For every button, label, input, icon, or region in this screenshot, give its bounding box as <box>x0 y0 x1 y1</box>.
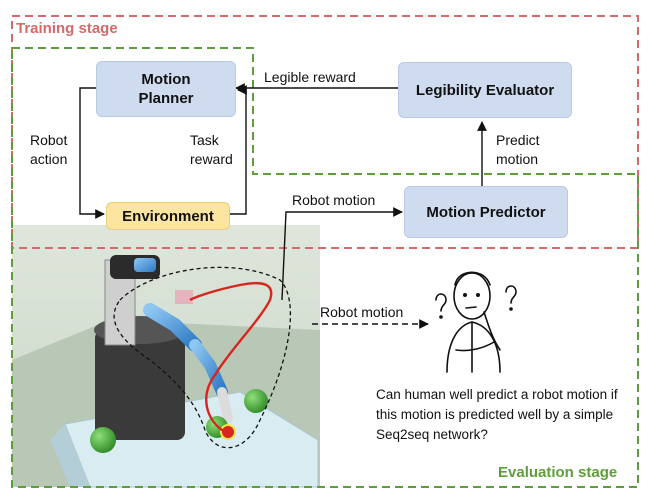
motion-predictor-label: Motion Predictor <box>426 203 546 221</box>
robot-motion-label-top: Robot motion <box>292 192 376 208</box>
motion-planner-box: Motion Planner <box>96 61 236 117</box>
legibility-evaluator-box: Legibility Evaluator <box>398 62 572 118</box>
evaluation-stage-title: Evaluation stage <box>498 464 618 481</box>
evaluation-question: Can human well predict a robot motion if… <box>376 387 618 442</box>
training-stage-title: Training stage <box>16 20 118 37</box>
legible-reward-label: Legible reward <box>264 69 356 85</box>
task-reward-label: Task reward <box>190 132 233 167</box>
legibility-evaluator-label: Legibility Evaluator <box>415 81 555 99</box>
motion-predictor-box: Motion Predictor <box>404 186 568 238</box>
environment-box: Environment <box>106 202 230 230</box>
robot-action-label: Robot action <box>30 132 68 167</box>
predict-motion-label: Predict motion <box>496 132 540 167</box>
robot-motion-label-eval: Robot motion <box>320 304 404 320</box>
environment-label: Environment <box>122 207 214 225</box>
motion-planner-label: Motion Planner <box>138 71 194 107</box>
evaluation-stage-frame <box>11 47 639 488</box>
